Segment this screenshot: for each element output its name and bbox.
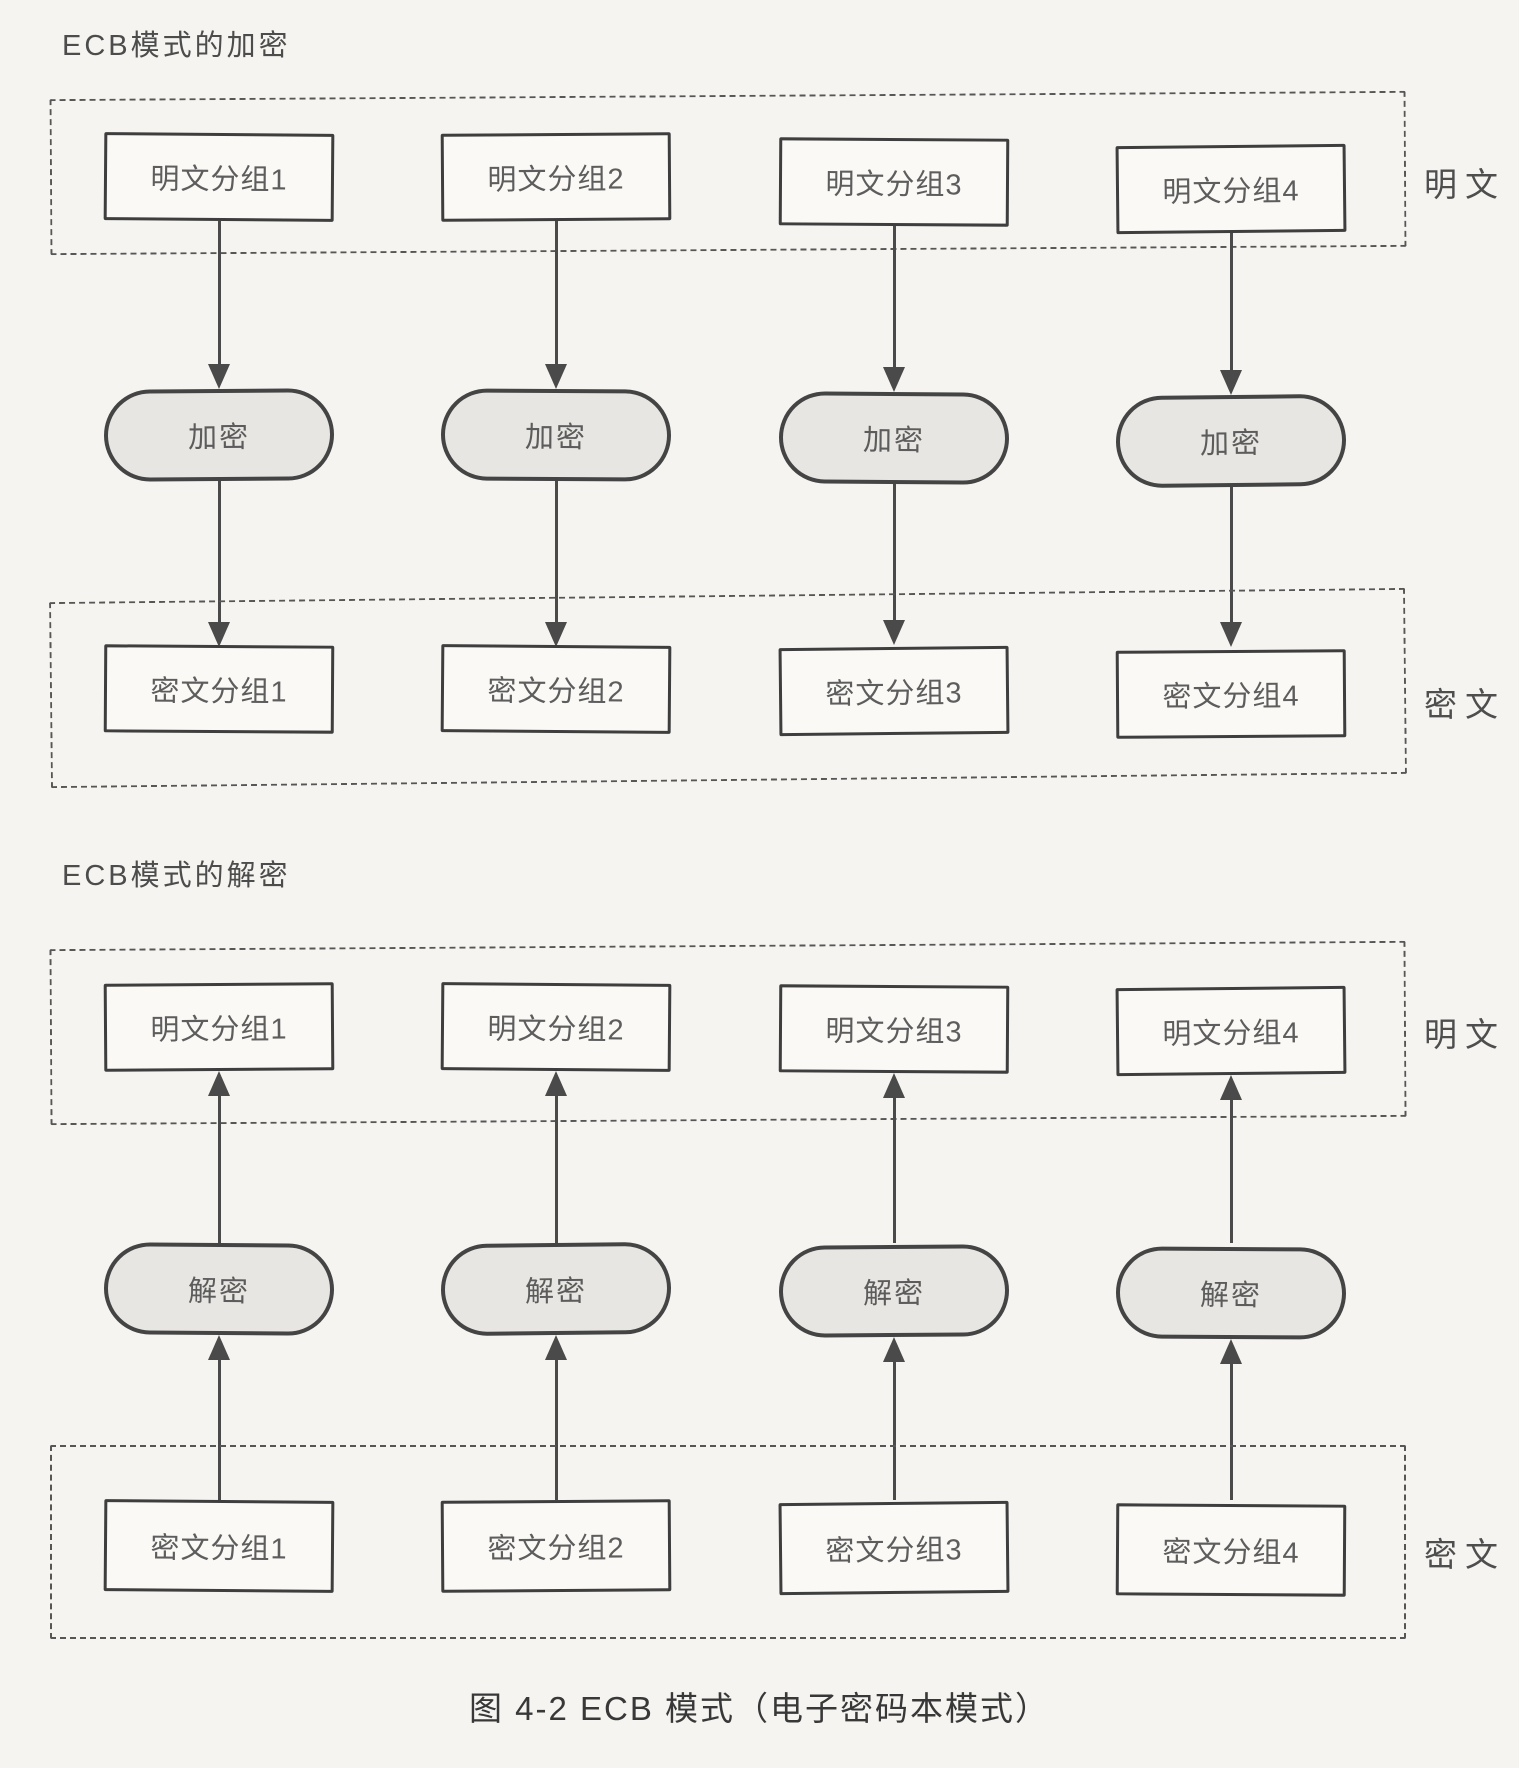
dec-decrypt-pill-3: 解密 [778,1244,1010,1338]
dec-ciphertext-region [50,1445,1406,1639]
enc-plaintext-block-1: 明文分组1 [103,132,335,222]
enc-ciphertext-block-1: 密文分组1 [103,644,335,734]
dec-plaintext-block-4: 明文分组4 [1115,985,1347,1077]
arrow-shaft [892,1343,896,1500]
arrow-head-up-icon [883,1337,905,1362]
figure-caption: 图 4-2 ECB 模式（电子密码本模式） [468,1690,1051,1727]
arrow-shaft [1229,487,1233,641]
enc-ciphertext-block-4: 密文分组4 [1115,649,1347,739]
dec-plaintext-region-label: 明文 [1424,1016,1506,1053]
arrow-shaft [1229,1345,1233,1500]
enc-ciphertext-block-2: 密文分组2 [440,644,672,734]
arrow-head-up-icon [208,1335,230,1360]
dec-ciphertext-block-4: 密文分组4 [1115,1503,1347,1597]
arrow-shaft [554,481,558,641]
enc-ciphertext-region-label: 密文 [1424,686,1506,723]
enc-encrypt-pill-3: 加密 [778,391,1010,485]
dec-ciphertext-block-2: 密文分组2 [440,1499,672,1593]
arrow-shaft [1229,233,1233,389]
arrow-head-down-icon [208,364,230,389]
arrow-head-up-icon [545,1335,567,1360]
arrow-shaft [217,1341,221,1500]
dec-decrypt-pill-2: 解密 [440,1241,672,1337]
arrow-head-up-icon [883,1073,905,1098]
arrow-shaft [892,226,896,386]
dec-decrypt-pill-1: 解密 [103,1242,335,1336]
arrow-head-down-icon [208,622,230,647]
arrow-shaft [892,1079,896,1243]
arrow-shaft [1229,1081,1233,1243]
enc-section-title: ECB模式的加密 [62,30,291,62]
arrow-head-up-icon [545,1071,567,1096]
enc-ciphertext-block-3: 密文分组3 [778,645,1010,737]
arrow-head-up-icon [208,1071,230,1096]
arrow-shaft [554,221,558,383]
dec-decrypt-pill-4: 解密 [1115,1246,1347,1340]
dec-ciphertext-block-1: 密文分组1 [103,1499,335,1593]
arrow-head-down-icon [883,367,905,392]
arrow-head-up-icon [1220,1339,1242,1364]
enc-plaintext-block-4: 明文分组4 [1115,143,1347,235]
arrow-shaft [554,1077,558,1243]
arrow-head-up-icon [1220,1075,1242,1100]
arrow-head-down-icon [1220,622,1242,647]
enc-plaintext-block-3: 明文分组3 [778,137,1010,227]
arrow-head-down-icon [883,620,905,645]
arrow-head-down-icon [545,364,567,389]
arrow-head-down-icon [1220,370,1242,395]
enc-plaintext-region-label: 明文 [1424,166,1506,203]
arrow-head-down-icon [545,622,567,647]
dec-plaintext-block-3: 明文分组3 [778,984,1010,1074]
arrow-shaft [892,484,896,639]
dec-ciphertext-block-3: 密文分组3 [778,1500,1010,1596]
arrow-shaft [217,221,221,383]
dec-plaintext-block-2: 明文分组2 [440,982,672,1072]
arrow-shaft [217,481,221,641]
enc-encrypt-pill-1: 加密 [103,388,335,482]
enc-plaintext-block-2: 明文分组2 [440,132,672,222]
dec-ciphertext-region-label: 密文 [1424,1536,1506,1573]
arrow-shaft [217,1077,221,1243]
dec-section-title: ECB模式的解密 [62,860,291,892]
arrow-shaft [554,1341,558,1500]
enc-encrypt-pill-4: 加密 [1115,393,1347,489]
enc-encrypt-pill-2: 加密 [440,388,672,482]
dec-plaintext-block-1: 明文分组1 [103,982,335,1072]
